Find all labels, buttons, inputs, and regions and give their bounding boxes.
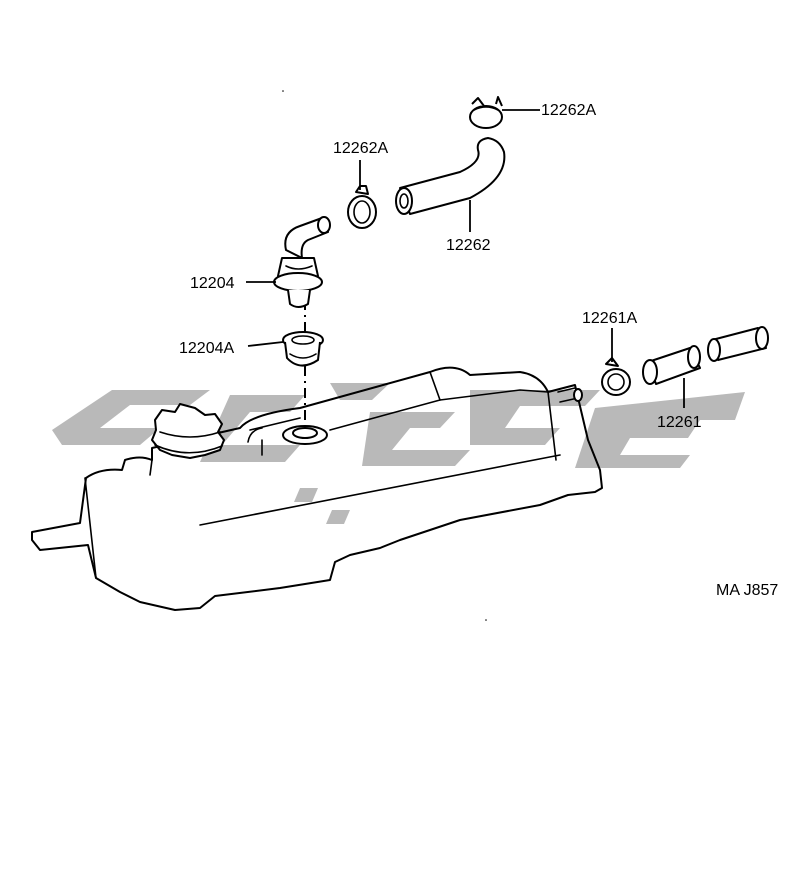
- clip-12262a-mid: [347, 185, 377, 229]
- label-hose-12262: 12262: [446, 237, 491, 254]
- speck: [282, 90, 284, 92]
- grommet-seat: [282, 425, 328, 445]
- clip-12261a: [601, 357, 631, 396]
- leader-lines: [246, 109, 685, 408]
- watermark-logo: [52, 383, 745, 524]
- label-hose-12261: 12261: [657, 414, 702, 431]
- clip-12262a-top: [469, 96, 503, 129]
- pcv-valve-12204: [273, 216, 331, 308]
- label-clip-12262a-top: 12262A: [541, 102, 596, 119]
- label-clip-12262a-mid: 12262A: [333, 140, 388, 157]
- label-pcv-valve-12204: 12204: [190, 275, 235, 292]
- hose-12262: [395, 137, 506, 215]
- label-grommet-12204a: 12204A: [179, 340, 234, 357]
- hose-12261: [642, 326, 769, 385]
- cylinder-head-cover: [31, 366, 603, 611]
- label-clip-12261a: 12261A: [582, 310, 637, 327]
- grommet-12204a: [282, 331, 324, 367]
- figure-code: MA J857: [716, 582, 778, 599]
- speck: [485, 619, 487, 621]
